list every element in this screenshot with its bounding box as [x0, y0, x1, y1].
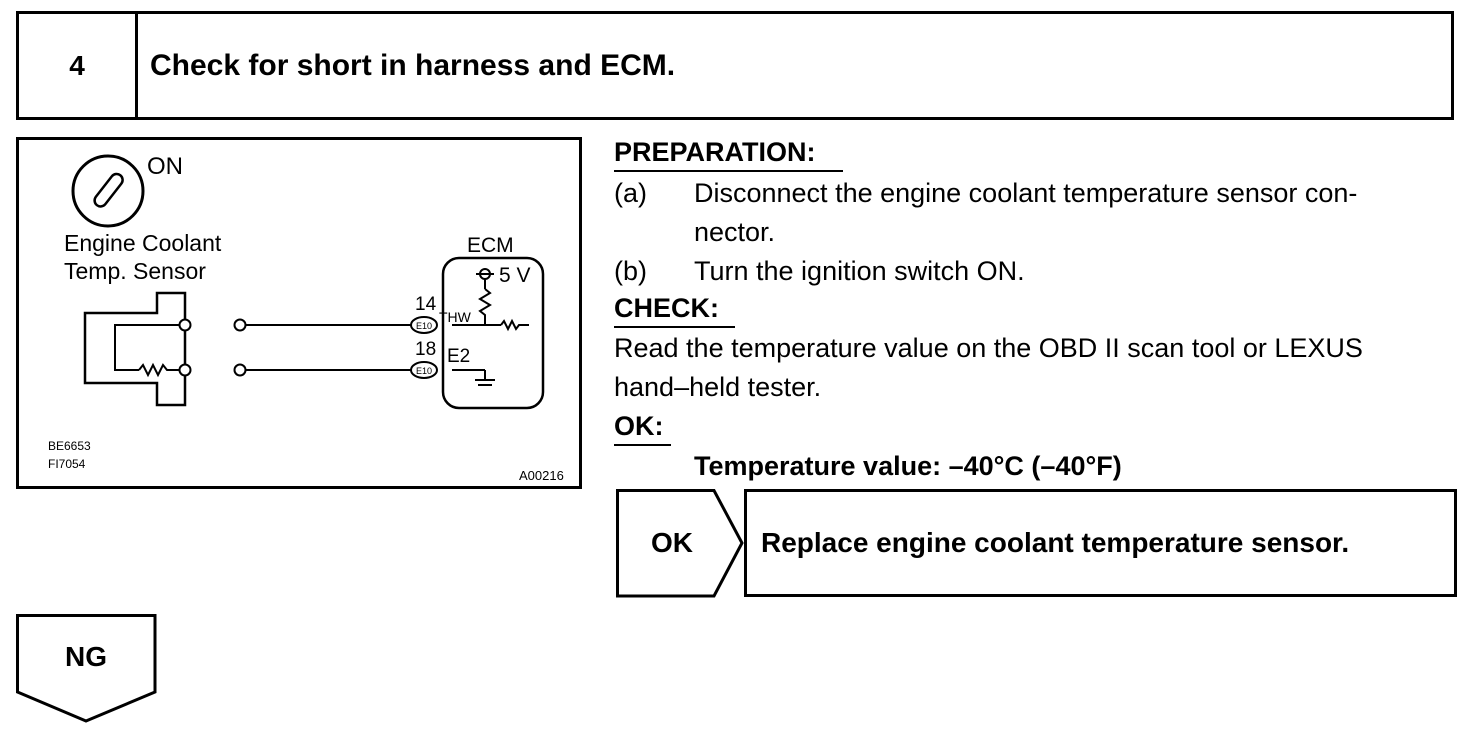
- preparation-heading: PREPARATION:: [614, 137, 816, 167]
- connector-e10-thw: E10: [410, 316, 438, 334]
- voltage-label: 5 V: [499, 264, 531, 287]
- prep-item-b-line1: Turn the ignition switch ON.: [694, 256, 1025, 286]
- pin-e2-name: E2: [447, 346, 470, 367]
- figure-id: A00216: [519, 468, 564, 483]
- ok-action-text: Replace engine coolant temperature senso…: [761, 527, 1350, 558]
- reference-code-2: FI7054: [48, 457, 86, 471]
- check-line1: Read the temperature value on the OBD II…: [614, 333, 1363, 363]
- coolant-sensor-symbol: [83, 291, 192, 407]
- ok-temperature-spec: Temperature value: –40°C (–40°F): [694, 451, 1122, 481]
- svg-text:E10: E10: [416, 366, 432, 376]
- sensor-label-line1: Engine Coolant: [64, 230, 222, 256]
- preparation-underline: [614, 170, 843, 172]
- ecm-internal-circuit: [452, 268, 529, 386]
- prep-item-a-line1: Disconnect the engine coolant temperatur…: [694, 178, 1358, 208]
- ok-action-box: Replace engine coolant temperature senso…: [744, 489, 1457, 597]
- ecm-label: ECM: [467, 234, 514, 257]
- ignition-switch-icon: [71, 154, 145, 228]
- pin-e2-number: 18: [415, 339, 436, 360]
- ok-branch-label: OK: [651, 527, 693, 558]
- check-line2: hand–held tester.: [614, 372, 822, 402]
- ecm-box: [441, 256, 545, 410]
- step-title: Check for short in harness and ECM.: [150, 48, 676, 82]
- ok-heading: OK:: [614, 411, 664, 441]
- step-number: 4: [19, 14, 138, 117]
- circuit-diagram: ON Engine Coolant Temp. Sensor ECM: [16, 137, 582, 489]
- pin-thw-name: THW: [439, 309, 472, 325]
- ok-branch-tab: OK: [616, 489, 746, 604]
- ng-branch-label: NG: [65, 641, 107, 672]
- reference-code-1: BE6653: [48, 439, 91, 453]
- check-underline: [614, 326, 735, 328]
- prep-item-a-label: (a): [614, 178, 647, 208]
- prep-item-b-label: (b): [614, 256, 647, 286]
- ignition-on-label: ON: [147, 153, 183, 180]
- harness-wires: [233, 318, 411, 377]
- ng-branch-tab: NG: [16, 614, 158, 729]
- connector-e10-e2: E10: [410, 361, 438, 379]
- prep-item-a-line2: nector.: [694, 217, 776, 247]
- svg-text:E10: E10: [416, 321, 432, 331]
- check-heading: CHECK:: [614, 293, 719, 323]
- ok-underline: [614, 444, 671, 446]
- circuit-diagram-svg: ON Engine Coolant Temp. Sensor ECM: [48, 153, 564, 483]
- sensor-label-line2: Temp. Sensor: [64, 258, 206, 284]
- step-header: 4 Check for short in harness and ECM.: [16, 11, 1454, 120]
- pin-thw-number: 14: [415, 294, 437, 315]
